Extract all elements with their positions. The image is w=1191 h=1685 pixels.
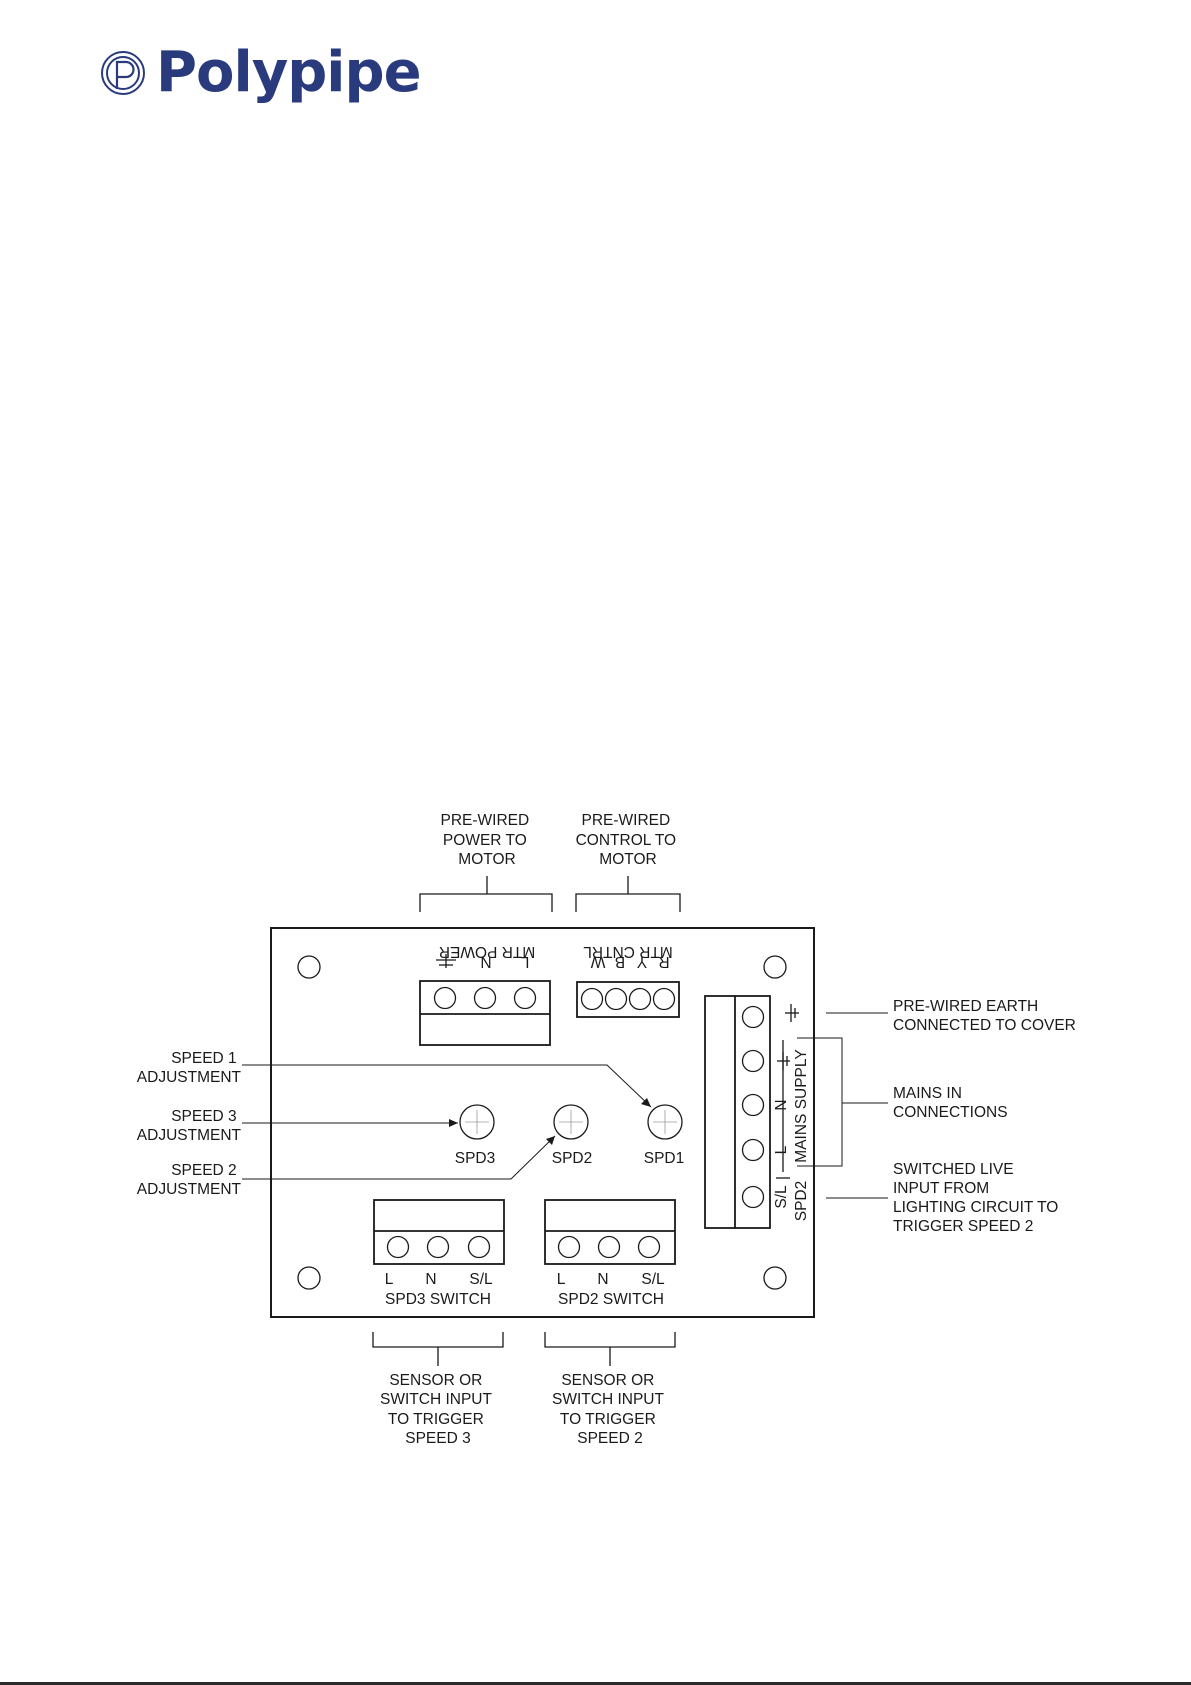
sensor2-label: SENSOR OR SWITCH INPUT TO TRIGGER SPEED … [552,1372,668,1447]
speed2-label: SPEED 2 ADJUSTMENT [137,1162,242,1198]
spd3-pot [459,1104,495,1140]
mtr-cntrl-pin-b: B [615,953,625,970]
page-bottom-rule [0,1682,1191,1685]
spd2-switch-label: SPD2 SWITCH [558,1291,664,1308]
mtr-cntrl-pin-w: W [590,953,605,970]
mtr-power-label: MTR POWER [439,943,535,960]
mains-pin-n: N [773,1099,790,1110]
mtr-cntrl-terminal [576,981,680,1018]
mains-in-label: MAINS IN CONNECTIONS [893,1085,1008,1121]
spd2-sensor-bracket [544,1332,676,1366]
mounting-hole [297,1266,321,1290]
spd2-switch-pin-sl: S/L [641,1271,665,1288]
mtr-cntrl-pin-y: Y [637,953,647,970]
power-bracket [419,876,553,912]
pre-wired-control-label: PRE-WIRED CONTROL TO MOTOR [576,812,681,868]
mtr-power-terminal [419,980,551,1046]
spd2-label: SPD2 [552,1150,593,1167]
spd2-switch-pin-l: L [557,1271,566,1288]
mtr-cntrl-label: MTR CNTRL [583,943,673,960]
spd2-switch-pin-n: N [597,1271,608,1288]
brand-name: Polypipe [156,40,422,105]
mains-bracket [797,1037,888,1167]
speed1-label: SPEED 1 ADJUSTMENT [137,1050,242,1086]
spd1-pot [647,1104,683,1140]
sensor3-label: SENSOR OR SWITCH INPUT TO TRIGGER SPEED … [380,1372,496,1447]
mounting-hole [297,955,321,979]
speed3-label: SPEED 3 ADJUSTMENT [137,1108,242,1144]
spd3-switch-label: SPD3 SWITCH [385,1291,491,1308]
earth-icon [785,1004,799,1022]
spd2-vertical-label: SPD2 [793,1181,810,1222]
polypipe-logo-icon [101,51,145,95]
mounting-hole [763,1266,787,1290]
mains-pin-sl: S/L [773,1185,790,1209]
spd1-label: SPD1 [644,1150,685,1167]
speed2-leader [242,1135,556,1180]
control-bracket [575,876,681,912]
spd3-switch-pin-n: N [425,1271,436,1288]
spd2-pot [553,1104,589,1140]
spd2-switch-terminal [544,1199,676,1265]
polypipe-logo: Polypipe [100,38,422,108]
mains-supply-label: MAINS SUPPLY [793,1049,810,1162]
earth-icon [436,954,456,968]
mains-pin-l: L [773,1145,790,1154]
mtr-power-pin-l: L [520,953,529,970]
speed1-leader [242,1064,652,1108]
mtr-cntrl-pin-r: R [658,953,669,970]
mains-terminal [704,995,771,1229]
mounting-hole [763,955,787,979]
pre-wired-earth-label: PRE-WIRED EARTH CONNECTED TO COVER [893,998,1076,1034]
spd3-label: SPD3 [455,1150,496,1167]
spd3-sensor-bracket [372,1332,504,1366]
switched-live-label: SWITCHED LIVE INPUT FROM LIGHTING CIRCUI… [893,1161,1063,1235]
spd3-switch-pin-l: L [385,1271,394,1288]
spd3-switch-pin-sl: S/L [469,1271,493,1288]
pre-wired-power-label: PRE-WIRED POWER TO MOTOR [440,812,533,868]
spd3-switch-terminal [373,1199,505,1265]
mtr-power-pin-n: N [480,953,491,970]
